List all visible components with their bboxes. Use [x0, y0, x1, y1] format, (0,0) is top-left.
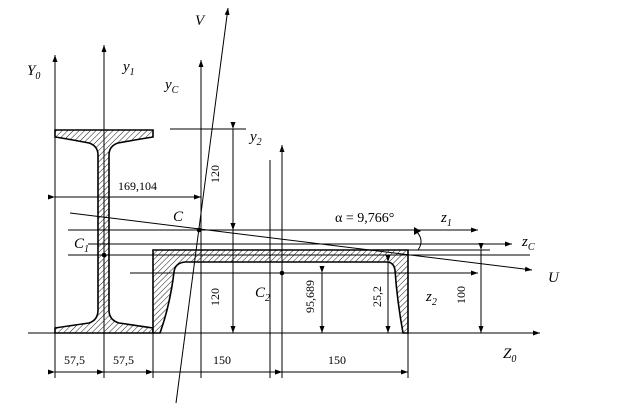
label-y1: y1	[121, 59, 135, 78]
centroid-c1	[101, 252, 107, 258]
dim-95-label: 95,689	[303, 280, 317, 313]
label-zc: zC	[521, 234, 535, 253]
dim-150b-label: 150	[328, 353, 346, 367]
angle-arc	[415, 230, 422, 251]
dim-120-bottom-label: 120	[208, 288, 222, 306]
dim-57b-label: 57,5	[113, 353, 134, 367]
dim-150a-label: 150	[213, 353, 231, 367]
dim-169-label: 169,104	[118, 179, 157, 193]
v-axis-line	[175, 7, 230, 404]
label-c1: C1	[74, 236, 89, 255]
angle-arrow	[414, 227, 421, 235]
dim-25-label: 25,2	[370, 286, 384, 307]
u-axis-line	[69, 212, 533, 272]
centroid-c	[196, 227, 202, 233]
label-u: U	[548, 270, 560, 286]
dim-100-label: 100	[454, 286, 468, 304]
angle-label: α = 9,766°	[335, 211, 394, 226]
label-y2: y2	[248, 129, 262, 148]
label-z0: Z0	[503, 346, 516, 365]
label-yc: yC	[163, 77, 179, 96]
label-c: C	[173, 209, 184, 225]
label-z1: z1	[440, 210, 452, 229]
centroid-c2	[279, 270, 285, 276]
dim-120-top-label: 120	[208, 165, 222, 183]
label-v: V	[195, 13, 206, 29]
label-c2: C2	[255, 285, 270, 304]
label-y0: Y0	[27, 63, 40, 82]
dim-57a-label: 57,5	[64, 353, 85, 367]
label-z2: z2	[425, 289, 437, 308]
